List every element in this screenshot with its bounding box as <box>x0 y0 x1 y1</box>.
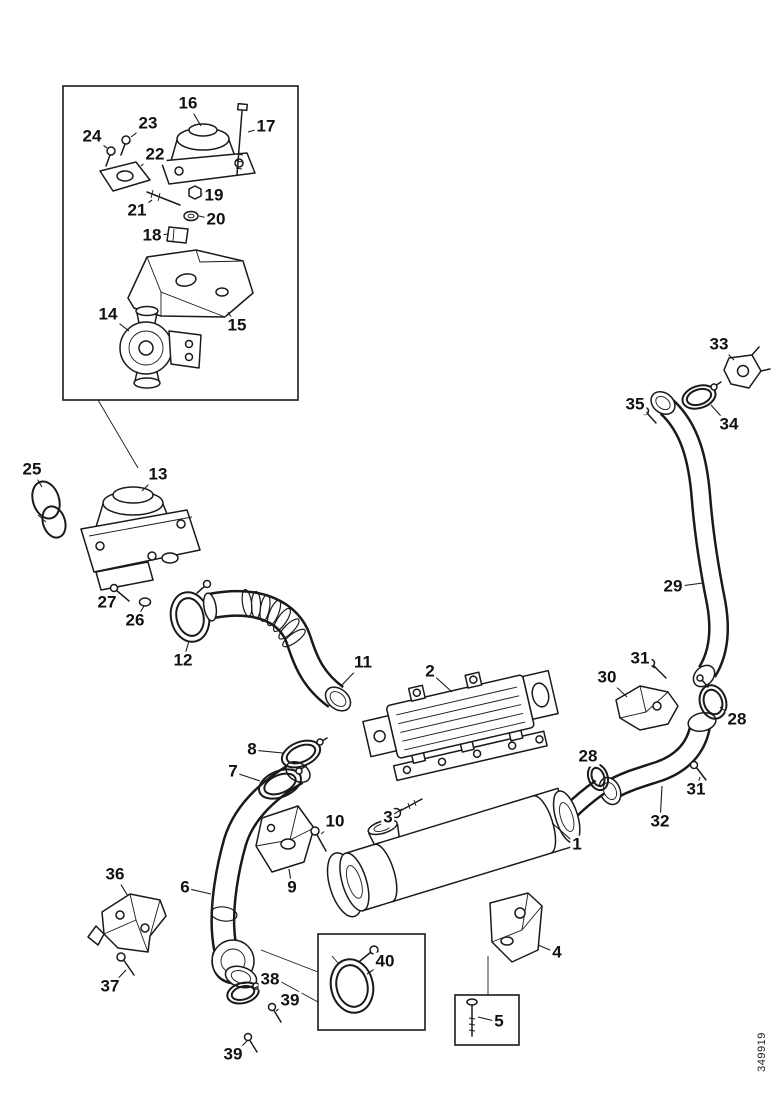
part-20-washer <box>183 210 199 222</box>
callout-39: 39 <box>221 1044 245 1065</box>
callout-19: 19 <box>202 185 226 206</box>
part-23-screw <box>120 135 131 156</box>
part-15-bracket <box>127 249 254 318</box>
inset-box-clamp-40 <box>260 933 426 1031</box>
callout-22: 22 <box>143 144 167 165</box>
callout-37: 37 <box>98 976 122 997</box>
part-18-clip <box>166 226 189 244</box>
part-29-egr-pipe <box>650 391 730 688</box>
callout-17: 17 <box>254 116 278 137</box>
part-5-bolt <box>466 998 478 1037</box>
part-24-screw <box>105 146 116 167</box>
part-28-clamp-upper <box>696 674 728 720</box>
callout-12: 12 <box>171 650 195 671</box>
callout-35: 35 <box>623 394 647 415</box>
part-31-bolt-lower <box>689 760 707 781</box>
part-16-egr-valve <box>160 123 256 185</box>
callout-31: 31 <box>684 779 708 800</box>
part-3-bolt <box>390 798 423 819</box>
callout-28: 28 <box>725 709 749 730</box>
part-8-clamp <box>280 737 328 769</box>
callout-32: 32 <box>648 811 672 832</box>
callout-14: 14 <box>96 304 120 325</box>
part-40-v-clamp <box>329 945 379 1014</box>
part-4-bracket <box>489 892 543 963</box>
callout-36: 36 <box>103 864 127 885</box>
part-1-egr-cooler <box>326 787 581 918</box>
callout-38: 38 <box>258 969 282 990</box>
callout-21: 21 <box>125 200 149 221</box>
callout-8: 8 <box>245 739 259 760</box>
callout-15: 15 <box>225 315 249 336</box>
part-14-egr-actuator <box>119 305 202 389</box>
part-39-bolt-lower <box>243 1032 258 1053</box>
callout-40: 40 <box>373 951 397 972</box>
part-10-bolt <box>310 826 327 852</box>
part-17-bolt <box>235 102 248 176</box>
part-22-gasket <box>99 161 151 192</box>
inset-connector-line <box>97 399 139 469</box>
part-7-clamp <box>258 765 307 800</box>
callout-30: 30 <box>595 667 619 688</box>
callout-10: 10 <box>323 811 347 832</box>
callout-29: 29 <box>661 576 685 597</box>
part-37-bolt <box>116 952 135 976</box>
part-34-clamp <box>681 381 722 410</box>
callout-4: 4 <box>550 942 564 963</box>
part-33-flange <box>723 346 771 389</box>
part-30-bracket <box>615 685 679 731</box>
part-11-bellows-pipe <box>202 589 352 712</box>
callout-5: 5 <box>492 1011 506 1032</box>
callout-31: 31 <box>628 648 652 669</box>
callout-27: 27 <box>95 592 119 613</box>
callout-34: 34 <box>717 414 741 435</box>
part-26-washer <box>138 597 152 607</box>
figure-code: 349919 <box>756 1032 768 1072</box>
callout-23: 23 <box>136 113 160 134</box>
callout-3: 3 <box>381 807 395 828</box>
part-25-gasket <box>31 480 67 539</box>
part-39-bolt-upper <box>267 1002 282 1023</box>
callout-1: 1 <box>570 834 584 855</box>
part-27-bolt <box>109 583 130 602</box>
part-9-heat-shield <box>255 805 315 873</box>
callout-20: 20 <box>204 209 228 230</box>
part-2-mixer-manifold <box>362 669 559 782</box>
callout-39: 39 <box>278 990 302 1011</box>
callout-2: 2 <box>423 661 437 682</box>
callout-25: 25 <box>20 459 44 480</box>
inset-box-bolt-5 <box>454 956 520 1046</box>
part-36-bracket <box>87 893 167 953</box>
part-13-egr-valve-assembly <box>80 486 201 591</box>
part-6-turbo-inlet-pipe <box>210 760 311 989</box>
callout-11: 11 <box>352 652 374 673</box>
inset-box-valve-detail <box>62 85 299 401</box>
part-21-stud <box>146 189 181 206</box>
callout-33: 33 <box>707 334 731 355</box>
callout-18: 18 <box>140 225 164 246</box>
callout-9: 9 <box>285 877 299 898</box>
part-19-nut <box>188 185 202 200</box>
callout-28: 28 <box>576 746 600 767</box>
callout-13: 13 <box>146 464 170 485</box>
callout-6: 6 <box>178 877 192 898</box>
callout-7: 7 <box>226 761 240 782</box>
callout-24: 24 <box>80 126 104 147</box>
callout-26: 26 <box>123 610 147 631</box>
callout-16: 16 <box>176 93 200 114</box>
